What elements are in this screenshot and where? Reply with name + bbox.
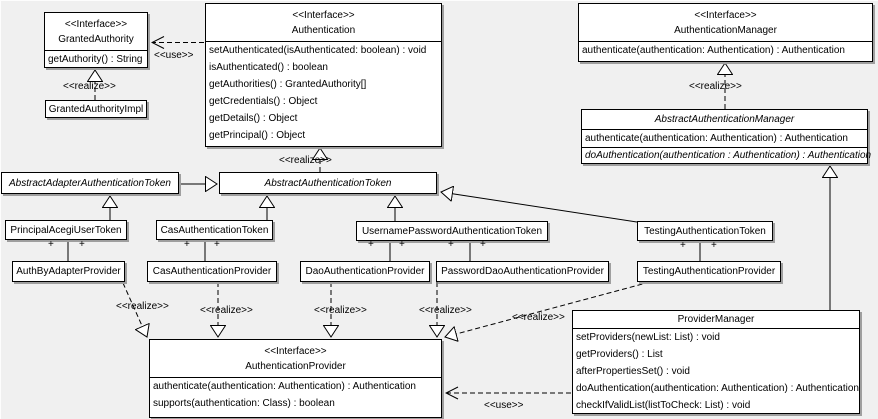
multiplicity-label: +	[368, 239, 374, 250]
class-authentication-provider[interactable]: <<Interface>> AuthenticationProvider aut…	[149, 339, 442, 418]
class-name: GrantedAuthority	[58, 34, 134, 45]
method-row: supports(authentication: Class) : boolea…	[153, 398, 335, 409]
method-row: getPrincipal() : Object	[209, 130, 306, 141]
class-cas-authentication-token[interactable]: CasAuthenticationToken	[156, 220, 273, 240]
class-cas-authentication-provider[interactable]: CasAuthenticationProvider	[147, 261, 277, 282]
stereotype-label: <<Interface>>	[292, 10, 355, 21]
realize-label: <<realize>>	[279, 155, 332, 166]
class-password-dao-authentication-provider[interactable]: PasswordDaoAuthenticationProvider	[436, 261, 609, 282]
multiplicity-label: +	[48, 239, 54, 250]
method-row: authenticate(authentication: Authenticat…	[582, 45, 845, 56]
multiplicity-label: +	[480, 239, 486, 250]
multiplicity-label: +	[711, 240, 717, 251]
stereotype-label: <<Interface>>	[694, 10, 757, 21]
method-row: getCredentials() : Object	[209, 96, 318, 107]
realize-label: <<realize>>	[512, 312, 565, 323]
realize-label: <<realize>>	[689, 81, 742, 92]
method-row: afterPropertiesSet() : void	[576, 366, 690, 377]
multiplicity-label: +	[448, 239, 454, 250]
class-granted-authority[interactable]: <<Interface>> GrantedAuthority getAuthor…	[44, 12, 148, 68]
class-header: <<Interface>> AuthenticationManager	[579, 4, 872, 41]
class-name: PasswordDaoAuthenticationProvider	[441, 266, 604, 277]
realize-label: <<realize>>	[63, 81, 116, 92]
compartment-separator	[206, 41, 441, 42]
class-dao-authentication-provider[interactable]: DaoAuthenticationProvider	[300, 261, 430, 282]
class-name: AbstractAuthenticationManager	[654, 114, 795, 125]
use-label: <<use>>	[154, 50, 194, 61]
class-abstract-authentication-manager[interactable]: AbstractAuthenticationManager authentica…	[581, 109, 872, 164]
class-name: DaoAuthenticationProvider	[305, 266, 425, 277]
method-row: getAuthority() : String	[48, 54, 143, 65]
method-row: getDetails() : Object	[209, 113, 298, 124]
class-name: TestingAuthenticationProvider	[642, 266, 776, 277]
compartment-separator	[45, 50, 147, 51]
class-principal-acegi-user-token[interactable]: PrincipalAcegiUserToken	[5, 220, 127, 240]
class-name: AuthByAdapterProvider	[16, 266, 121, 277]
class-header: <<Interface>> Authentication	[206, 4, 441, 41]
multiplicity-label: +	[79, 239, 85, 250]
class-abstract-adapter-authentication-token[interactable]: AbstractAdapterAuthenticationToken	[1, 172, 179, 194]
class-abstract-authentication-token[interactable]: AbstractAuthenticationToken	[219, 172, 437, 194]
multiplicity-label: +	[214, 239, 220, 250]
use-label: <<use>>	[484, 400, 524, 411]
method-row: setAuthenticated(isAuthenticated: boolea…	[209, 45, 427, 56]
method-row: checkIfValidList(listToCheck: List) : vo…	[576, 400, 751, 411]
compartment-separator	[579, 41, 872, 42]
realize-label: <<realize>>	[116, 301, 169, 312]
class-auth-by-adapter-provider[interactable]: AuthByAdapterProvider	[12, 261, 125, 282]
multiplicity-label: +	[680, 240, 686, 251]
class-testing-authentication-provider[interactable]: TestingAuthenticationProvider	[637, 261, 781, 282]
stereotype-label: <<Interface>>	[64, 19, 128, 30]
class-name: PrincipalAcegiUserToken	[10, 224, 122, 236]
class-header: <<Interface>> GrantedAuthority	[45, 13, 147, 50]
class-name: CasAuthenticationProvider	[152, 266, 272, 277]
class-name: TestingAuthenticationToken	[644, 225, 766, 237]
class-provider-manager[interactable]: ProviderManager setProviders(newList: Li…	[572, 310, 860, 414]
class-granted-authority-impl[interactable]: GrantedAuthorityImpl	[45, 100, 147, 118]
realize-label: <<realize>>	[314, 305, 367, 316]
compartment-separator	[573, 328, 859, 329]
realize-label: <<realize>>	[419, 305, 472, 316]
method-row: authenticate(authentication: Authenticat…	[585, 133, 848, 144]
class-authentication[interactable]: <<Interface>> Authentication setAuthenti…	[205, 3, 442, 147]
method-row: authenticate(authentication: Authenticat…	[153, 381, 416, 392]
class-testing-authentication-token[interactable]: TestingAuthenticationToken	[637, 221, 773, 241]
realize-label: <<realize>>	[200, 305, 253, 316]
class-username-password-authentication-token[interactable]: UsernamePasswordAuthenticationToken	[356, 221, 548, 241]
multiplicity-label: +	[184, 239, 190, 250]
method-row: setProviders(newList: List) : void	[576, 332, 720, 343]
class-name: ProviderManager	[677, 314, 755, 325]
class-name: AuthenticationManager	[674, 25, 777, 36]
method-row: doAuthentication(authentication: Authent…	[576, 383, 859, 394]
class-name: AuthenticationProvider	[245, 361, 346, 372]
method-row: getProviders() : List	[576, 349, 663, 360]
abstract-method-row: doAuthentication(authentication : Authen…	[585, 150, 872, 161]
class-authentication-manager[interactable]: <<Interface>> AuthenticationManager auth…	[578, 3, 873, 62]
multiplicity-label: +	[399, 239, 405, 250]
method-row: isAuthenticated() : boolean	[209, 62, 328, 73]
class-name: CasAuthenticationToken	[160, 224, 269, 236]
class-name: AbstractAuthenticationToken	[264, 177, 392, 189]
compartment-separator	[582, 129, 867, 130]
stereotype-label: <<Interface>>	[264, 346, 327, 357]
method-row: getAuthorities() : GrantedAuthority[]	[209, 79, 367, 90]
compartment-separator	[150, 377, 441, 378]
compartment-separator	[582, 147, 867, 148]
class-name: GrantedAuthorityImpl	[48, 103, 144, 115]
class-header: <<Interface>> AuthenticationProvider	[150, 340, 441, 377]
class-name: AbstractAdapterAuthenticationToken	[9, 177, 171, 189]
class-name: Authentication	[291, 25, 356, 36]
class-name: UsernamePasswordAuthenticationToken	[361, 225, 543, 237]
